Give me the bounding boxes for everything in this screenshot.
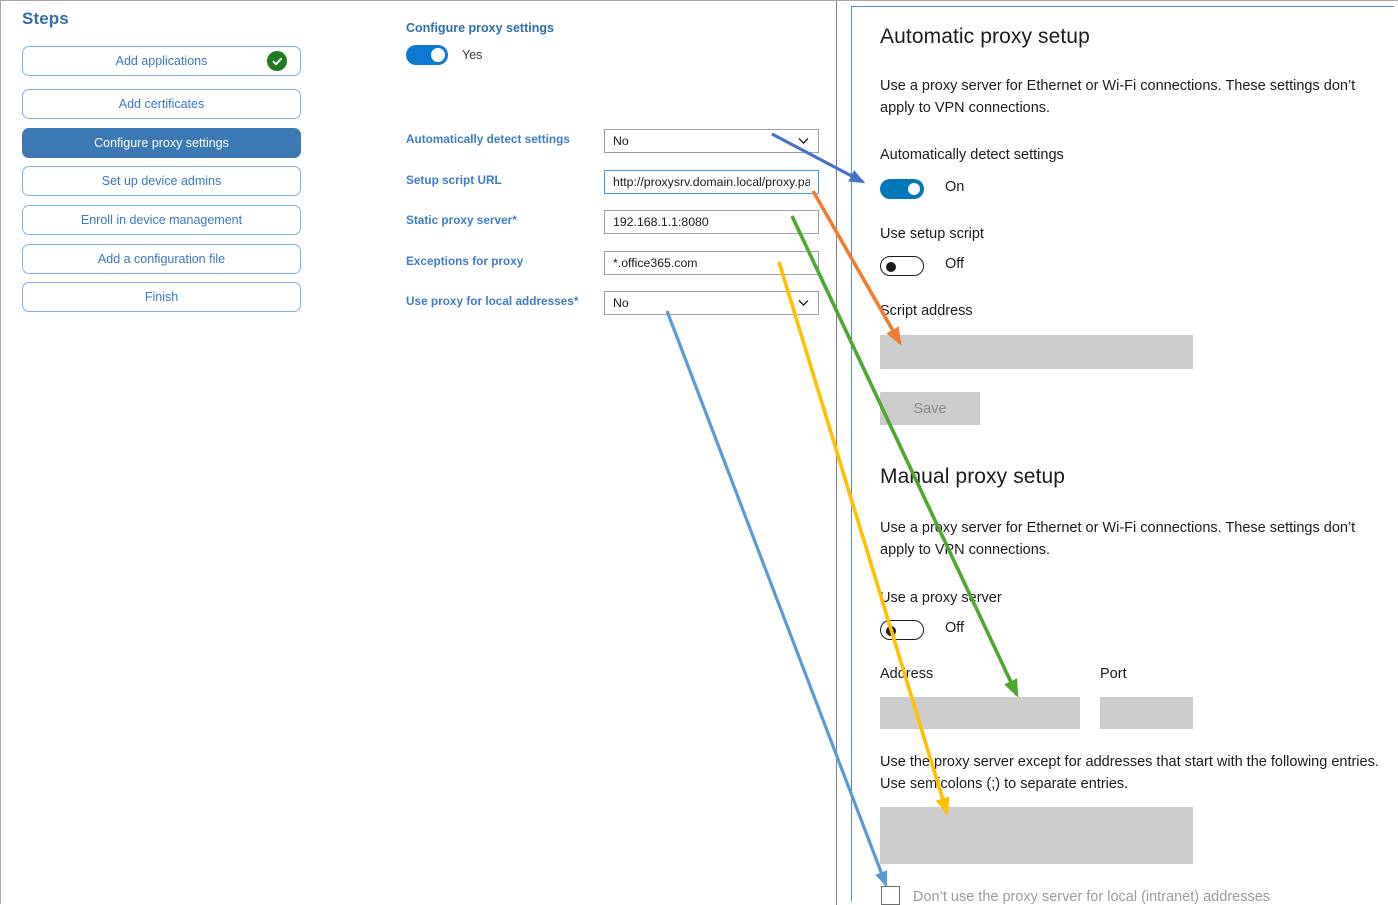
step-configure-proxy-settings[interactable]: Configure proxy settings [22,128,301,158]
steps-title: Steps [22,9,69,28]
use-a-proxy-server-label: Use a proxy server [880,590,1002,606]
toggle-knob [886,626,896,636]
step-label: Add applications [115,54,208,68]
configure-proxy-toggle-label: Yes [462,48,483,62]
step-set-up-device-admins[interactable]: Set up device admins [22,166,301,196]
field-label: Automatically detect settings [406,132,570,146]
configure-proxy-toggle[interactable] [406,45,448,65]
automatically-detect-settings-toggle[interactable] [880,179,924,199]
configure-proxy-toggle-row: Yes [406,45,482,65]
step-label: Finish [144,290,179,304]
exceptions-for-proxy-input[interactable]: *.office365.com [604,251,819,275]
field-automatically-detect-settings: Automatically detect settings No [406,129,826,153]
step-finish[interactable]: Finish [22,282,301,312]
step-add-applications[interactable]: Add applications [22,46,301,76]
field-label: Exceptions for proxy [406,254,524,268]
required-asterisk: * [512,213,517,227]
windows-proxy-settings-panel: Automatic proxy setup Use a proxy server… [851,6,1394,905]
step-label: Configure proxy settings [94,136,229,150]
required-asterisk: * [573,294,579,308]
address-label: Address [880,666,934,682]
select-value: No [613,296,629,310]
save-button-label: Save [913,400,947,417]
step-label: Add a configuration file [97,252,226,266]
use-setup-script-state: Off [945,256,965,272]
field-setup-script-url: Setup script URL http://proxysrv.domain.… [406,170,826,194]
chevron-down-icon [798,138,809,145]
step-label: Add certificates [118,97,205,111]
step-label: Set up device admins [101,174,222,188]
use-proxy-for-local-addresses-select[interactable]: No [604,291,819,315]
exceptions-description: Use the proxy server except for addresse… [880,754,1379,792]
panel-divider [836,1,837,905]
proxy-form-panel: Configure proxy settings Yes Automatical… [336,1,836,905]
use-setup-script-label: Use setup script [880,226,984,242]
automatically-detect-settings-select[interactable]: No [604,129,819,153]
toggle-knob [431,48,445,62]
input-value: http://proxysrv.domain.local/proxy.pa [613,175,810,189]
port-label: Port [1100,666,1127,682]
step-enroll-in-device-management[interactable]: Enroll in device management [22,205,301,235]
script-address-input[interactable] [880,335,1193,369]
manual-proxy-setup-description: Use a proxy server for Ethernet or Wi-Fi… [880,520,1356,558]
field-label-text: Use proxy for local addresses [406,294,574,308]
input-value: 192.168.1.1:8080 [613,215,709,229]
field-label: Static proxy server* [406,213,517,227]
manual-proxy-setup-heading: Manual proxy setup [880,465,1066,488]
check-circle-icon [267,51,287,71]
toggle-knob [908,183,920,195]
field-label: Setup script URL [406,173,502,187]
toggle-knob [886,262,896,272]
save-button[interactable]: Save [880,392,980,425]
form-heading: Configure proxy settings [406,21,554,35]
input-value: *.office365.com [613,256,698,270]
automatically-detect-settings-state: On [945,179,965,195]
field-label-text: Static proxy server [406,213,513,227]
use-a-proxy-server-toggle[interactable] [880,620,924,640]
use-setup-script-toggle[interactable] [880,256,924,276]
exceptions-input[interactable] [880,807,1193,864]
use-a-proxy-server-state: Off [945,620,965,636]
setup-script-url-input[interactable]: http://proxysrv.domain.local/proxy.pa [604,170,819,194]
steps-panel: Steps Add applications Add certificates … [1,1,336,905]
static-proxy-server-input[interactable]: 192.168.1.1:8080 [604,210,819,234]
port-input[interactable] [1100,697,1193,729]
address-input[interactable] [880,697,1080,729]
automatically-detect-settings-label: Automatically detect settings [880,147,1064,163]
select-value: No [613,134,629,148]
field-label: Use proxy for local addresses* [406,294,578,308]
step-label: Enroll in device management [80,213,243,227]
automatic-proxy-setup-description: Use a proxy server for Ethernet or Wi-Fi… [880,78,1356,116]
field-use-proxy-for-local-addresses: Use proxy for local addresses* No [406,291,826,315]
automatic-proxy-setup-heading: Automatic proxy setup [880,25,1090,48]
field-exceptions-for-proxy: Exceptions for proxy *.office365.com [406,251,826,275]
bypass-local-addresses-checkbox[interactable] [881,886,900,905]
step-add-a-configuration-file[interactable]: Add a configuration file [22,244,301,274]
chevron-down-icon [798,300,809,307]
script-address-label: Script address [880,303,973,319]
step-add-certificates[interactable]: Add certificates [22,89,301,119]
field-static-proxy-server: Static proxy server* 192.168.1.1:8080 [406,210,826,234]
bypass-local-addresses-label: Don’t use the proxy server for local (in… [913,889,1271,905]
